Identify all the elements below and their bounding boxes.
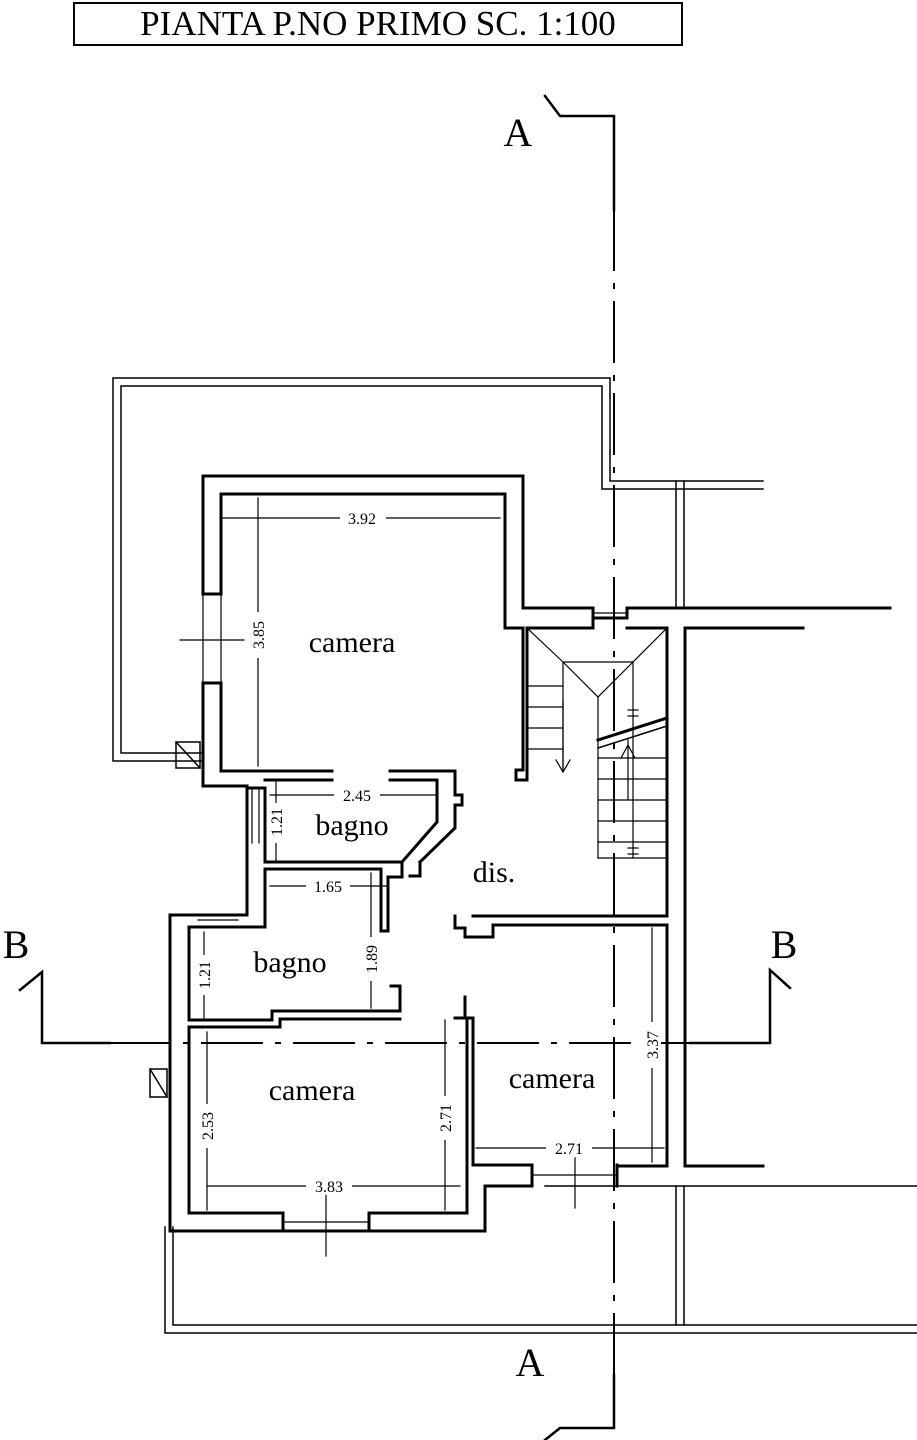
room-label-camera-top: camera: [309, 626, 396, 659]
section-line-b: [18, 967, 792, 1045]
chimney-flues: [148, 740, 202, 1099]
section-label-b-right: B: [771, 922, 798, 967]
dim-bagno-mid-height: 1.21: [197, 961, 214, 989]
dim-camera-bl-height-left: 2.53: [200, 1112, 217, 1140]
dim-bagno-mid-depth: 1.89: [364, 945, 381, 973]
dim-bagno-top-width: 2.45: [343, 788, 371, 805]
windows: [179, 612, 628, 1257]
dim-camera-bl-width: 3.83: [315, 1179, 343, 1196]
room-label-bagno-top: bagno: [315, 809, 388, 842]
section-label-b-left: B: [3, 922, 30, 967]
room-label-bagno-mid: bagno: [253, 946, 326, 979]
plan-title: PIANTA P.NO PRIMO SC. 1:100: [73, 2, 683, 46]
dim-bagno-top-height: 1.21: [269, 808, 286, 836]
terrace-outline-top: [112, 377, 764, 762]
staircase: [526, 627, 669, 859]
section-line-a: [543, 94, 616, 1440]
room-label-dis: dis.: [473, 856, 516, 889]
dim-bagno-mid-width: 1.65: [314, 879, 342, 896]
section-label-a-top: A: [504, 110, 533, 155]
dim-camera-br-height: 3.37: [645, 1031, 662, 1059]
section-label-a-bottom: A: [516, 1340, 545, 1385]
dim-camera-br-width: 2.71: [555, 1141, 583, 1158]
dim-camera-bl-height-right: 2.71: [438, 1104, 455, 1132]
terrace-outline-bottom: [164, 1185, 917, 1334]
room-label-camera-bottom-right: camera: [509, 1062, 596, 1095]
building-walls: [168, 474, 892, 1233]
dim-camera-top-width: 3.92: [348, 511, 376, 528]
room-label-camera-bottom-left: camera: [269, 1074, 356, 1107]
dim-camera-top-height: 3.85: [251, 621, 268, 649]
